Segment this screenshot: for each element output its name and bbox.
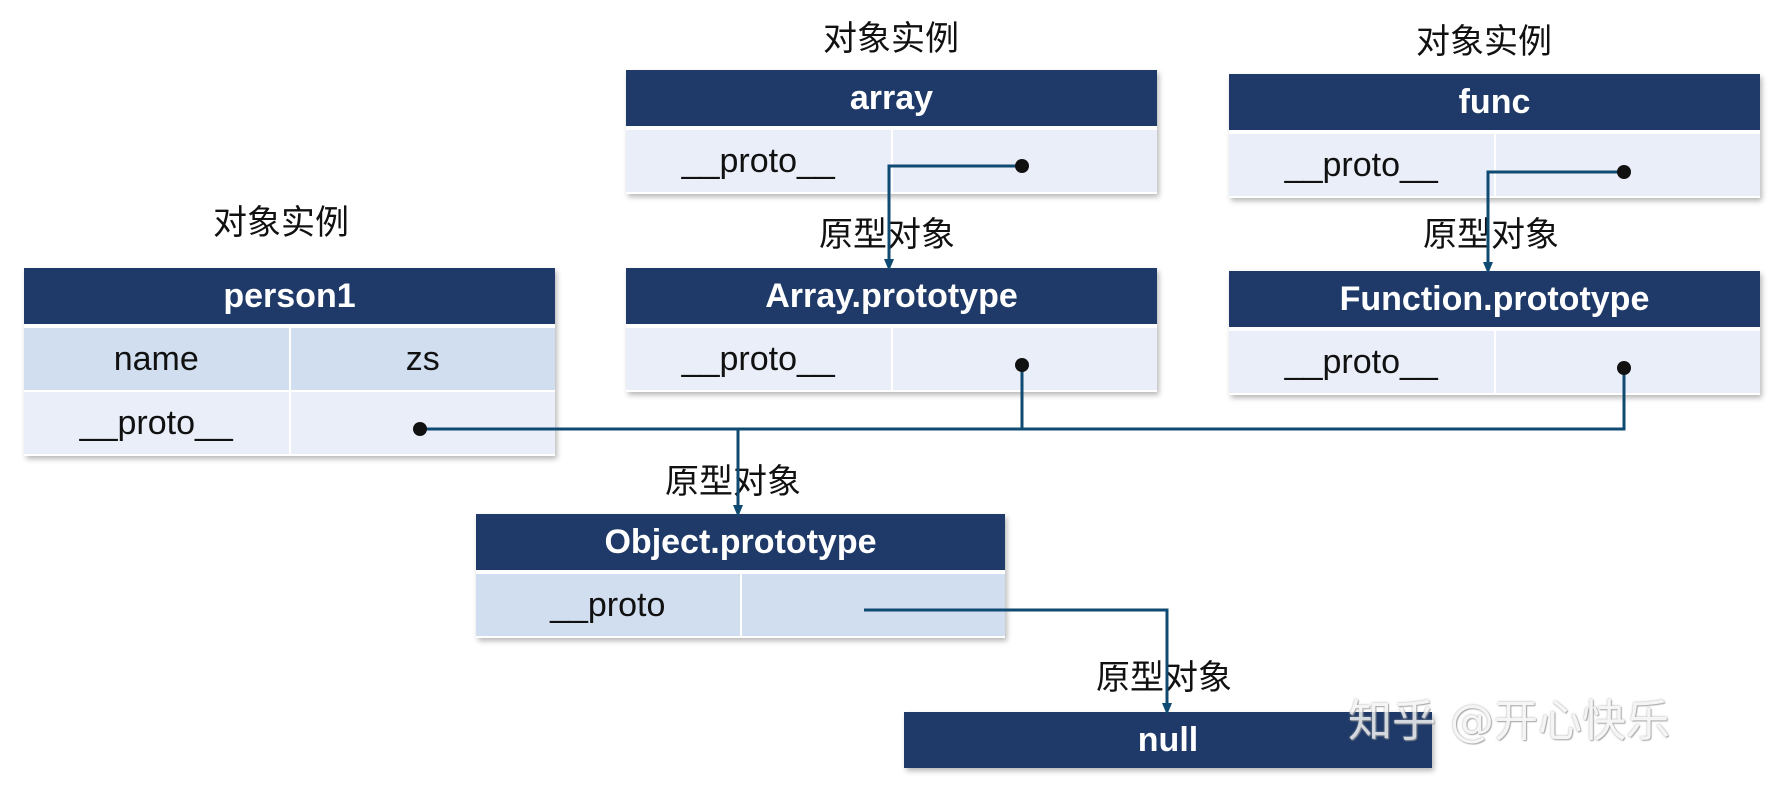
person1-proto-key: __proto__ [79,403,233,442]
person1-name-value: zs [288,328,556,390]
object-prototype-card-header: Object.prototype [476,514,1005,574]
function-prototype-proto-row: __proto__ [1229,331,1760,395]
caption-object-prototype: 原型对象 [665,462,801,502]
array-prototype-proto-row: __proto__ [626,328,1157,392]
array-card-header: array [626,70,1157,130]
func-proto-key: __proto__ [1284,145,1438,184]
function-prototype-card: Function.prototype __proto__ [1229,271,1760,395]
function-prototype-card-header: Function.prototype [1229,271,1760,331]
func-card-header: func [1229,74,1760,134]
array-prototype-card: Array.prototype __proto__ [626,268,1157,392]
object-prototype-card: Object.prototype __proto [476,514,1005,638]
array-prototype-proto-key: __proto__ [681,339,835,378]
array-prototype-proto-pointer-cell [890,328,1158,390]
caption-func-instance: 对象实例 [1416,22,1552,62]
person1-card: person1 name zs __proto__ [24,268,555,456]
object-prototype-proto-row: __proto [476,574,1005,638]
array-proto-row: __proto__ [626,130,1157,194]
person1-name-key: name [113,339,199,378]
array-card: array __proto__ [626,70,1157,194]
func-card: func __proto__ [1229,74,1760,198]
caption-array-instance: 对象实例 [823,19,959,59]
zhihu-watermark: 知乎 @开心快乐 [1348,696,1670,747]
func-proto-row: __proto__ [1229,134,1760,198]
person1-name-row: name zs [24,328,555,392]
caption-person1-instance: 对象实例 [213,203,349,243]
function-prototype-proto-pointer-cell [1493,331,1761,393]
person1-card-header: person1 [24,268,555,328]
function-prototype-proto-key: __proto__ [1284,342,1438,381]
object-prototype-proto-pointer-cell [739,574,1006,636]
object-prototype-proto-key: __proto [550,585,666,624]
array-proto-pointer-cell [890,130,1158,192]
array-prototype-card-header: Array.prototype [626,268,1157,328]
array-proto-key: __proto__ [681,141,835,180]
func-proto-pointer-cell [1493,134,1761,196]
null-card: null [904,712,1432,768]
person1-proto-pointer-cell [288,392,556,454]
caption-array-prototype: 原型对象 [819,215,955,255]
caption-function-prototype: 原型对象 [1423,215,1559,255]
null-card-header: null [904,712,1432,768]
caption-null-prototype: 原型对象 [1096,658,1232,698]
person1-proto-row: __proto__ [24,392,555,456]
